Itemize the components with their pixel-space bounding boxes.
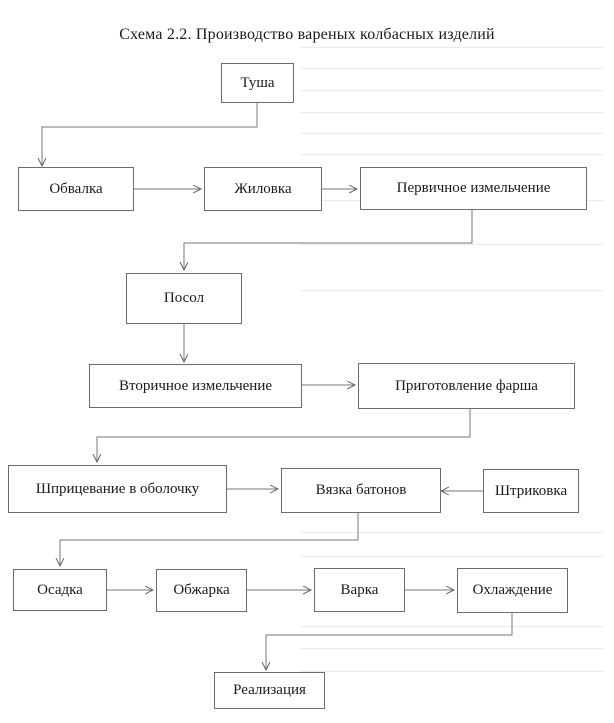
node-cooling: Охлаждение	[457, 568, 568, 613]
node-secondary-grinding: Вторичное измельчение	[89, 364, 302, 408]
node-stick-hanging: Штриковка	[483, 469, 579, 513]
edge-carcass-deboning	[42, 103, 258, 166]
edge-primary-grinding-salting	[184, 210, 473, 270]
node-casing-filling: Шприцевание в оболочку	[8, 465, 227, 513]
diagram-title: Схема 2.2. Производство вареных колбасны…	[119, 26, 495, 43]
node-trimming: Жиловка	[204, 167, 322, 211]
node-settling: Осадка	[13, 569, 107, 611]
node-salting: Посол	[126, 273, 242, 324]
node-deboning: Обвалка	[18, 167, 134, 211]
node-tying: Вязка батонов	[281, 468, 441, 513]
node-cooking: Варка	[314, 568, 405, 612]
node-browning: Обжарка	[156, 569, 247, 612]
node-sale: Реализация	[214, 672, 325, 709]
node-carcass: Туша	[221, 63, 294, 103]
node-mince-preparation: Приготовление фарша	[358, 363, 575, 409]
node-primary-grinding: Первичное измельчение	[360, 167, 587, 210]
edge-tying-settling	[60, 513, 359, 566]
edge-mince-casing-filling	[97, 409, 471, 462]
edge-cooling-sale	[266, 613, 513, 670]
